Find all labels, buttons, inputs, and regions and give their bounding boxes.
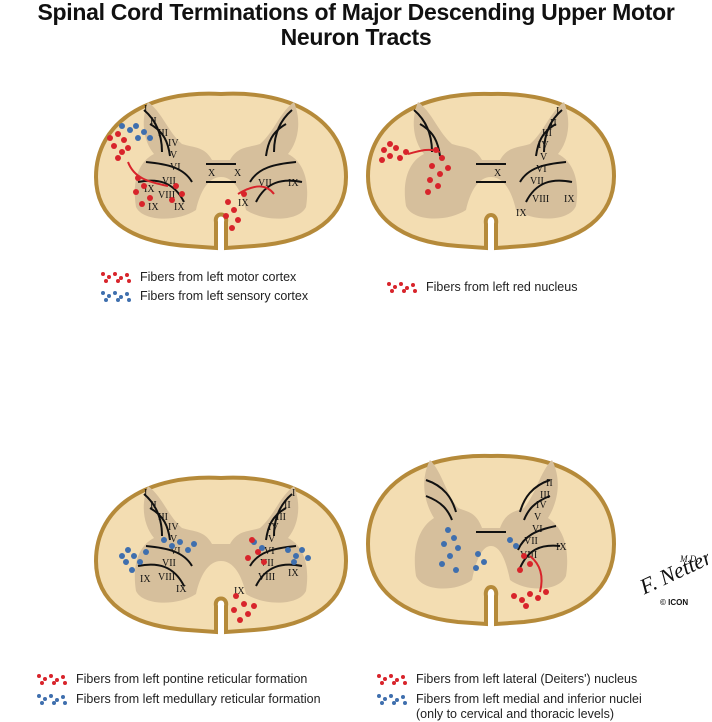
netter-signature: F. Netter M.D. bbox=[636, 544, 708, 600]
svg-text:II: II bbox=[550, 118, 557, 129]
svg-text:V: V bbox=[540, 152, 548, 163]
blue-dots-icon bbox=[377, 694, 407, 705]
svg-text:VII: VII bbox=[524, 536, 538, 547]
svg-text:X: X bbox=[234, 168, 242, 179]
svg-text:VII: VII bbox=[260, 558, 274, 569]
legend-text: Fibers from left pontine reticular forma… bbox=[76, 672, 308, 686]
svg-text:II: II bbox=[546, 478, 553, 489]
svg-text:IX: IX bbox=[564, 194, 575, 205]
svg-text:IX: IX bbox=[516, 208, 527, 219]
title-line-2: Neuron Tracts bbox=[280, 24, 432, 50]
svg-text:VIII: VIII bbox=[158, 572, 175, 583]
svg-text:V: V bbox=[534, 512, 542, 523]
svg-text:VI: VI bbox=[170, 162, 181, 173]
svg-text:IX: IX bbox=[288, 178, 299, 189]
legend-item-medullary-reticular: Fibers from left medullary reticular for… bbox=[36, 692, 321, 706]
svg-text:III: III bbox=[158, 512, 168, 523]
blue-dots-icon bbox=[101, 291, 131, 302]
svg-text:III: III bbox=[158, 128, 168, 139]
legend-text: Fibers from left motor cortex bbox=[140, 270, 297, 284]
svg-text:M.D.: M.D. bbox=[679, 554, 699, 564]
svg-text:II: II bbox=[284, 500, 291, 511]
svg-text:VI: VI bbox=[532, 524, 543, 535]
svg-text:IX: IX bbox=[148, 202, 159, 213]
legend-text: Fibers from left medullary reticular for… bbox=[76, 692, 321, 706]
svg-text:IX: IX bbox=[238, 198, 249, 209]
svg-text:III: III bbox=[540, 490, 550, 501]
svg-text:IX: IX bbox=[174, 202, 185, 213]
svg-text:IX: IX bbox=[234, 586, 245, 597]
red-dots-icon bbox=[101, 272, 131, 283]
svg-text:IV: IV bbox=[538, 140, 549, 151]
legend-text: Fibers from left red nucleus bbox=[426, 280, 578, 294]
svg-text:V: V bbox=[170, 150, 178, 161]
svg-text:VII: VII bbox=[162, 558, 176, 569]
svg-text:IV: IV bbox=[268, 522, 279, 533]
svg-text:IV: IV bbox=[168, 522, 179, 533]
svg-text:VI: VI bbox=[536, 164, 547, 175]
svg-text:IX: IX bbox=[288, 568, 299, 579]
legend-item-sensory-cortex: Fibers from left sensory cortex bbox=[100, 289, 308, 303]
svg-text:VIII: VIII bbox=[158, 190, 175, 201]
svg-text:I: I bbox=[144, 488, 147, 499]
svg-text:VIII: VIII bbox=[520, 550, 537, 561]
svg-text:F. Netter: F. Netter bbox=[636, 544, 708, 600]
svg-text:VI: VI bbox=[264, 546, 275, 557]
svg-text:VII: VII bbox=[162, 176, 176, 187]
legend-text: Fibers from left sensory cortex bbox=[140, 289, 309, 303]
svg-text:V: V bbox=[268, 534, 276, 545]
svg-text:IX: IX bbox=[556, 542, 567, 553]
figure-title: Spinal Cord Terminations of Major Descen… bbox=[0, 0, 712, 50]
svg-text:VIII: VIII bbox=[258, 572, 275, 583]
legend-item-red-nucleus: Fibers from left red nucleus bbox=[386, 280, 577, 294]
svg-text:IX: IX bbox=[140, 574, 151, 585]
red-dots-icon bbox=[377, 674, 407, 685]
legend-text: Fibers from left lateral (Deiters') nucl… bbox=[416, 672, 638, 686]
svg-text:I: I bbox=[556, 106, 559, 117]
svg-text:X: X bbox=[208, 168, 216, 179]
svg-text:II: II bbox=[150, 116, 157, 127]
red-dots-icon bbox=[37, 674, 67, 685]
svg-text:III: III bbox=[276, 512, 286, 523]
svg-text:I: I bbox=[144, 104, 147, 115]
title-line-1: Spinal Cord Terminations of Major Descen… bbox=[37, 0, 675, 25]
svg-text:VII: VII bbox=[258, 178, 272, 189]
legend-text: Fibers from left medial and inferior nuc… bbox=[416, 692, 642, 706]
svg-text:IX: IX bbox=[176, 584, 187, 595]
legend-text-secondary: (only to cervical and thoracic levels) bbox=[416, 707, 614, 721]
svg-text:III: III bbox=[542, 128, 552, 139]
svg-text:II: II bbox=[150, 500, 157, 511]
svg-text:V: V bbox=[170, 534, 178, 545]
svg-text:I: I bbox=[292, 488, 295, 499]
legend-item-motor-cortex: Fibers from left motor cortex bbox=[100, 270, 296, 284]
legend-item-medial-inferior: Fibers from left medial and inferior nuc… bbox=[376, 692, 642, 722]
svg-text:X: X bbox=[494, 168, 502, 179]
red-dots-icon bbox=[387, 282, 417, 293]
copyright-mark: © ICON bbox=[660, 598, 689, 607]
svg-text:IV: IV bbox=[536, 500, 547, 511]
blue-dots-icon bbox=[37, 694, 67, 705]
svg-text:IX: IX bbox=[144, 184, 155, 195]
svg-text:IV: IV bbox=[168, 138, 179, 149]
legend-item-lateral-deiters: Fibers from left lateral (Deiters') nucl… bbox=[376, 672, 637, 686]
svg-text:VIII: VIII bbox=[532, 194, 549, 205]
legend-item-pontine-reticular: Fibers from left pontine reticular forma… bbox=[36, 672, 307, 686]
svg-text:VI: VI bbox=[170, 546, 181, 557]
svg-text:VII: VII bbox=[530, 176, 544, 187]
